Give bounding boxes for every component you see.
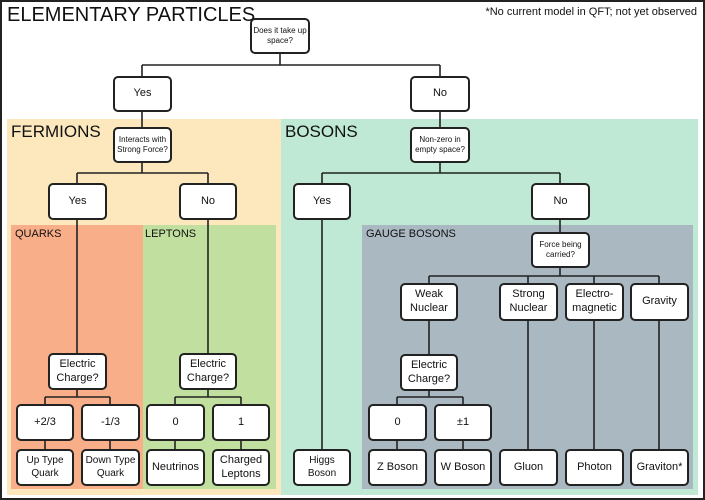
footnote: *No current model in QFT; not yet observ… — [485, 6, 697, 18]
particle-z-boson: Z Boson — [368, 449, 427, 486]
force-gravity: Gravity — [630, 283, 689, 321]
answer-no-strong: No — [179, 183, 237, 220]
question-nonzero-empty-space: Non-zero in empty space? — [410, 127, 470, 163]
particle-down-type-quark: Down Type Quark — [81, 449, 140, 486]
leptons-label: LEPTONS — [145, 228, 197, 240]
charge-zero-weak: 0 — [368, 404, 427, 441]
charge-one-leptons: 1 — [212, 404, 270, 441]
charge-minus-one-third: -1/3 — [81, 404, 140, 441]
charge-plus-minus-one-weak: ±1 — [434, 404, 492, 441]
particle-neutrinos: Neutrinos — [146, 449, 205, 486]
answer-yes-strong: Yes — [48, 183, 107, 220]
charge-zero-leptons: 0 — [146, 404, 205, 441]
particle-up-type-quark: Up Type Quark — [16, 449, 74, 486]
charge-plus-two-thirds: +2/3 — [16, 404, 74, 441]
question-takes-up-space: Does it take up space? — [250, 18, 310, 54]
force-weak-nuclear: Weak Nuclear — [400, 283, 458, 321]
particle-w-boson: W Boson — [434, 449, 492, 486]
question-force-carried: Force being carried? — [531, 232, 590, 268]
answer-yes-empty: Yes — [293, 183, 351, 220]
particle-higgs-boson: Higgs Boson — [293, 449, 351, 486]
force-electromagnetic: Electro-magnetic — [565, 283, 624, 321]
particle-graviton: Graviton* — [630, 449, 689, 486]
answer-no-space: No — [410, 76, 470, 112]
fermions-label: FERMIONS — [11, 122, 101, 141]
gauge-bosons-label: GAUGE BOSONS — [366, 228, 456, 240]
particle-charged-leptons: Charged Leptons — [212, 449, 270, 486]
diagram-title: ELEMENTARY PARTICLES — [7, 4, 256, 26]
particle-photon: Photon — [565, 449, 624, 486]
force-strong-nuclear: Strong Nuclear — [499, 283, 558, 321]
question-charge-leptons: Electric Charge? — [179, 353, 237, 390]
question-charge-weak: Electric Charge? — [400, 354, 458, 391]
question-charge-quarks: Electric Charge? — [48, 353, 107, 390]
answer-yes-space: Yes — [113, 76, 172, 112]
bosons-label: BOSONS — [285, 122, 358, 141]
question-strong-force: Interacts with Strong Force? — [113, 127, 172, 163]
quarks-label: QUARKS — [15, 228, 62, 240]
particle-gluon: Gluon — [499, 449, 558, 486]
answer-no-empty: No — [531, 183, 590, 220]
